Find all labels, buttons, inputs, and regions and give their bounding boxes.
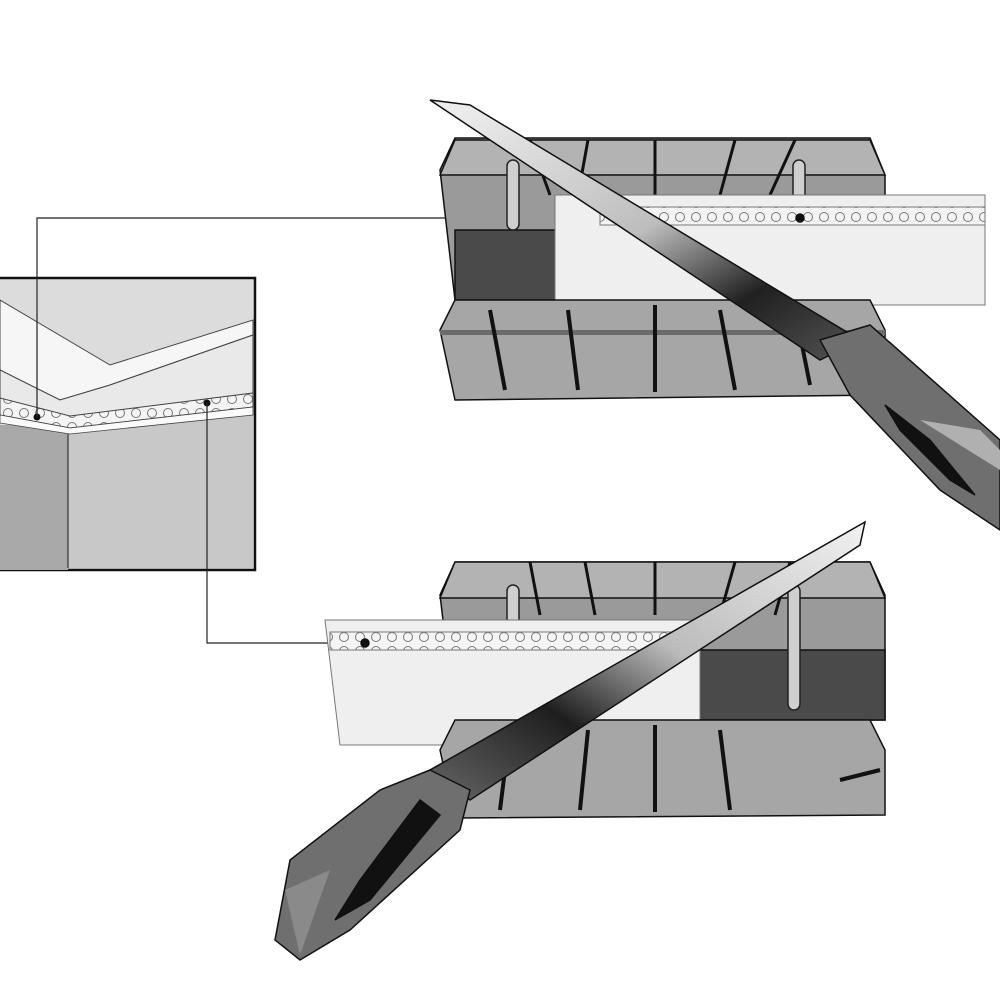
bottom-saw bbox=[274, 520, 867, 961]
marker-dot bbox=[795, 213, 805, 223]
marker-dot bbox=[360, 638, 370, 648]
top-miter-box bbox=[438, 137, 986, 401]
corner-inset bbox=[0, 276, 257, 572]
top-saw bbox=[429, 99, 1000, 531]
